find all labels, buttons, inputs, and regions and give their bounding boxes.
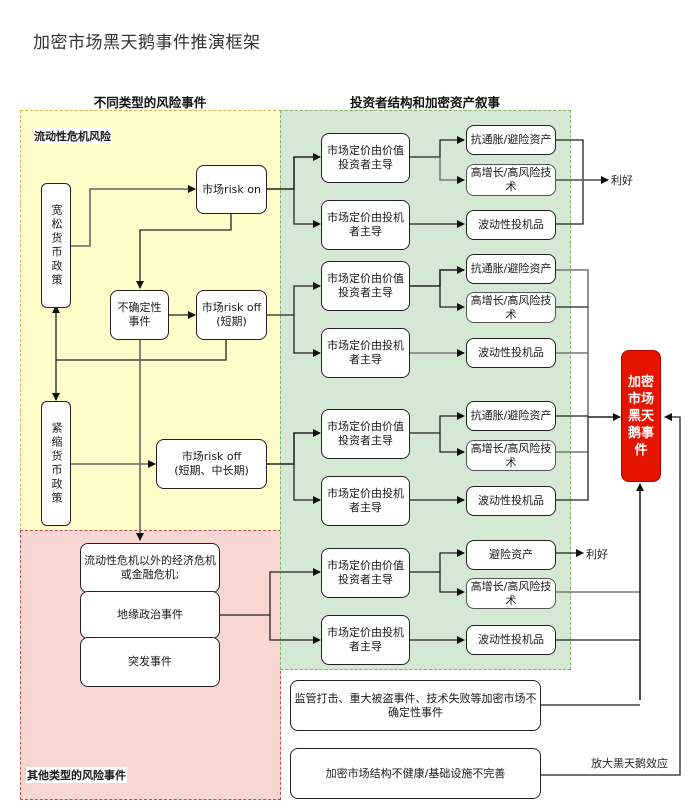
- g1-growth-tech-box[interactable]: 高增长/高风险技术: [466, 164, 556, 196]
- positive-outcome-label-2: 利好: [586, 546, 608, 562]
- g1-spec-led-box[interactable]: 市场定价由投机者主导: [321, 200, 410, 250]
- right-column-header: 投资者结构和加密资产叙事: [349, 95, 500, 110]
- loose-monetary-policy-box[interactable]: 宽松货币政策: [41, 183, 71, 308]
- market-risk-on-box[interactable]: 市场risk on: [196, 165, 267, 214]
- g3-hedge-asset-box[interactable]: 抗通胀/避险资产: [466, 401, 556, 431]
- market-risk-off-short-box[interactable]: 市场risk off (短期): [196, 290, 267, 340]
- g4-growth-tech-box[interactable]: 高增长/高风险技术: [466, 578, 556, 609]
- g2-hedge-asset-box[interactable]: 抗通胀/避险资产: [466, 254, 556, 284]
- crypto-infrastructure-box[interactable]: 加密市场结构不健康/基础设施不完善: [290, 748, 541, 799]
- g3-spec-led-box[interactable]: 市场定价由投机者主导: [321, 476, 410, 526]
- g4-hedge-asset-box[interactable]: 避险资产: [466, 540, 556, 570]
- g1-hedge-asset-box[interactable]: 抗通胀/避险资产: [466, 125, 556, 155]
- g1-volatile-asset-box[interactable]: 波动性投机品: [466, 210, 556, 240]
- g2-spec-led-box[interactable]: 市场定价由投机者主导: [321, 328, 410, 378]
- sudden-event-box[interactable]: 突发事件: [80, 637, 220, 687]
- uncertainty-event-box[interactable]: 不确定性事件: [110, 290, 169, 340]
- positive-outcome-label-1: 利好: [611, 172, 633, 188]
- g2-value-led-box[interactable]: 市场定价由价值投资者主导: [321, 261, 410, 311]
- amplify-effect-label: 放大黑天鹅效应: [591, 755, 668, 771]
- g3-value-led-box[interactable]: 市场定价由价值投资者主导: [321, 409, 410, 459]
- other-crisis-box[interactable]: 流动性危机以外的经济危机或金融危机;: [80, 543, 220, 593]
- g2-volatile-asset-box[interactable]: 波动性投机品: [466, 338, 556, 368]
- diagram-title: 加密市场黑天鹅事件推演框架: [33, 33, 261, 53]
- liquidity-zone-label: 流动性危机风险: [33, 128, 112, 144]
- g4-spec-led-box[interactable]: 市场定价由投机者主导: [321, 615, 410, 665]
- g1-value-led-box[interactable]: 市场定价由价值投资者主导: [321, 133, 410, 183]
- g4-volatile-asset-box[interactable]: 波动性投机品: [466, 625, 556, 655]
- tight-monetary-policy-box[interactable]: 紧缩货币政策: [41, 401, 71, 526]
- geopolitical-event-box[interactable]: 地缘政治事件: [80, 591, 220, 639]
- g3-growth-tech-box[interactable]: 高增长/高风险技术: [466, 440, 556, 471]
- crypto-uncertainty-box[interactable]: 监管打击、重大被盗事件、技术失败等加密市场不确定性事件: [290, 680, 541, 731]
- black-swan-event-box[interactable]: 加密市场黑天鹅事件: [621, 350, 661, 482]
- other-zone-label: 其他类型的风险事件: [26, 767, 127, 783]
- g3-volatile-asset-box[interactable]: 波动性投机品: [466, 486, 556, 516]
- g4-value-led-box[interactable]: 市场定价由价值投资者主导: [321, 548, 410, 598]
- g2-growth-tech-box[interactable]: 高增长/高风险技术: [466, 292, 556, 323]
- market-risk-off-long-box[interactable]: 市场risk off (短期、中长期): [156, 439, 267, 489]
- left-column-header: 不同类型的风险事件: [93, 95, 207, 110]
